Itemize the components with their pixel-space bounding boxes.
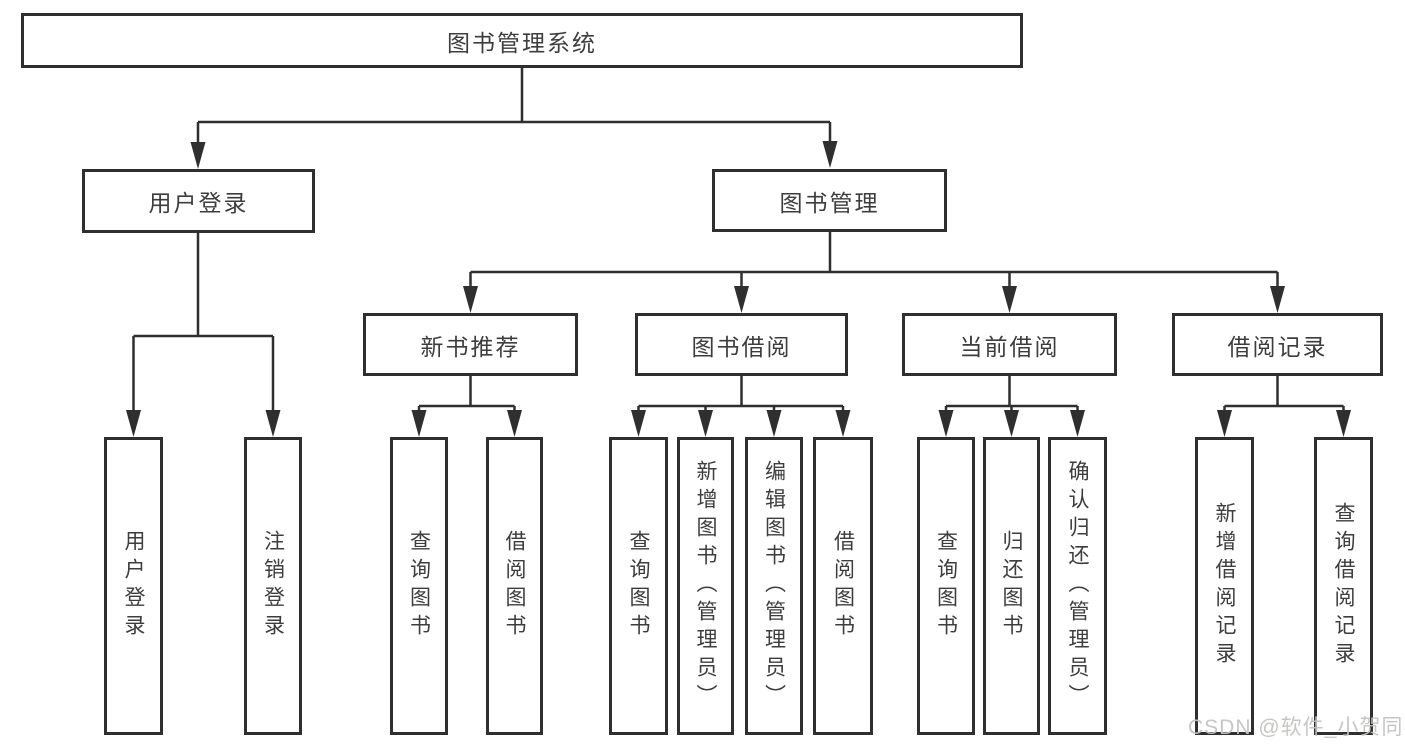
leaf-query-borrow-record: 查询借阅记录 [1314, 437, 1373, 735]
leaf-borrow-books-2: 借阅图书 [813, 437, 873, 735]
leaf-borrow-books-1: 借阅图书 [486, 437, 543, 735]
csdn-watermark: CSDN @软件_小贺同学 [1188, 716, 1405, 739]
leaf-add-books-admin: 新增图书（管理员） [677, 437, 734, 735]
leaf-return-books: 归还图书 [983, 437, 1040, 735]
leaf-add-borrow-record: 新增借阅记录 [1195, 437, 1254, 735]
node-borrowing-records: 借阅记录 [1172, 313, 1383, 376]
node-new-book-recommend: 新书推荐 [363, 313, 578, 376]
leaf-query-books-1: 查询图书 [390, 437, 448, 735]
leaf-confirm-return-admin: 确认归还（管理员） [1048, 437, 1107, 735]
leaf-edit-books-admin: 编辑图书（管理员） [745, 437, 803, 735]
leaf-user-login: 用户登录 [104, 437, 163, 735]
node-book-borrowing: 图书借阅 [635, 313, 848, 376]
node-book-management: 图书管理 [712, 169, 947, 232]
node-user-login: 用户登录 [82, 169, 315, 233]
leaf-logout: 注销登录 [244, 437, 302, 735]
leaf-query-books-2: 查询图书 [609, 437, 668, 735]
node-root: 图书管理系统 [21, 13, 1023, 68]
arrowheads [126, 141, 1351, 437]
node-current-borrowing: 当前借阅 [902, 313, 1117, 376]
leaf-query-books-3: 查询图书 [917, 437, 975, 735]
